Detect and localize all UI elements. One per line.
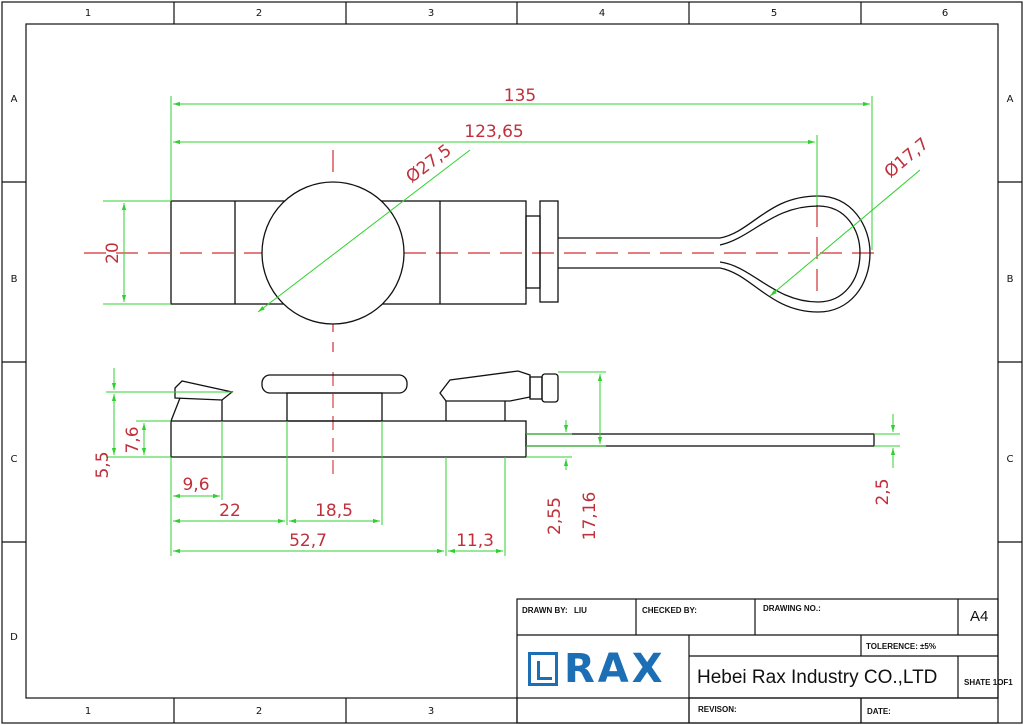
row-label-b-right: B bbox=[1007, 274, 1014, 285]
drawing-no-label: DRAWING NO.: bbox=[763, 604, 821, 613]
logo-mark-icon bbox=[528, 652, 558, 686]
date-label: DATE: bbox=[867, 707, 891, 716]
zone-labels: 1 2 3 4 5 6 1 2 3 A B C D A B C bbox=[10, 8, 1013, 717]
dimension-text-top: 135 123,65 20 Ø27,5 Ø17,7 bbox=[103, 86, 933, 264]
dim-body-height: 20 bbox=[103, 242, 123, 264]
dimension-text-side: 5,5 7,6 9,6 22 18,5 52,7 11,3 2,55 17,16… bbox=[93, 426, 893, 551]
dim-height-2-55: 2,55 bbox=[545, 497, 565, 535]
col-label-5: 5 bbox=[771, 8, 777, 19]
clamp-body-side bbox=[170, 370, 875, 458]
col-label-6: 6 bbox=[942, 8, 948, 19]
dim-height-5-5: 5,5 bbox=[93, 451, 113, 478]
dim-loop-diameter: Ø17,7 bbox=[881, 134, 933, 182]
side-view: 5,5 7,6 9,6 22 18,5 52,7 11,3 2,55 17,16… bbox=[93, 368, 900, 556]
dim-width-11-3: 11,3 bbox=[456, 531, 494, 551]
dim-offset-9-6: 9,6 bbox=[182, 475, 209, 495]
col-label-2-bottom: 2 bbox=[256, 706, 262, 717]
dim-length-to-loop: 123,65 bbox=[464, 122, 523, 142]
col-label-2: 2 bbox=[256, 8, 262, 19]
col-label-3: 3 bbox=[428, 8, 434, 19]
tolerance-value: ±5% bbox=[920, 642, 936, 651]
col-label-4: 4 bbox=[599, 8, 605, 19]
row-label-a: A bbox=[11, 94, 18, 105]
checked-by-label: CHECKED BY: bbox=[642, 606, 697, 615]
col-label-1: 1 bbox=[85, 8, 91, 19]
row-label-b: B bbox=[11, 274, 18, 285]
col-label-1-bottom: 1 bbox=[85, 706, 91, 717]
revision-label: REVISON: bbox=[698, 705, 737, 714]
top-view: 135 123,65 20 Ø27,5 Ø17,7 bbox=[84, 86, 933, 352]
row-label-c-right: C bbox=[1007, 454, 1014, 465]
company-name: Hebei Rax Industry CO.,LTD bbox=[697, 667, 938, 688]
row-label-d: D bbox=[10, 632, 18, 643]
dim-height-7-6: 7,6 bbox=[123, 426, 143, 453]
dim-width-18-5: 18,5 bbox=[315, 501, 353, 521]
logo-text: RAX bbox=[564, 646, 666, 692]
dim-wire-2-5: 2,5 bbox=[873, 478, 893, 505]
row-label-a-right: A bbox=[1007, 94, 1014, 105]
dim-height-17-16: 17,16 bbox=[580, 492, 600, 541]
col-label-3-bottom: 3 bbox=[428, 706, 434, 717]
dim-overall-length: 135 bbox=[504, 86, 536, 106]
centerlines-top bbox=[84, 150, 880, 352]
sheet-size: A4 bbox=[970, 608, 989, 625]
dim-length-52-7: 52,7 bbox=[289, 531, 327, 551]
drawn-by-value: LIU bbox=[574, 606, 587, 615]
dim-body-diameter: Ø27,5 bbox=[403, 141, 456, 188]
tolerance-label: TOLERENCE: bbox=[866, 642, 918, 651]
row-label-c: C bbox=[11, 454, 18, 465]
clamp-body-top bbox=[170, 181, 871, 325]
dimension-lines-top bbox=[103, 96, 921, 313]
dim-offset-22: 22 bbox=[219, 501, 241, 521]
drawn-by-label: DRAWN BY: bbox=[522, 606, 568, 615]
sheet-number: SHATE 1OF1 bbox=[964, 678, 1013, 687]
dimension-lines-side bbox=[106, 368, 900, 556]
company-logo: RAX bbox=[528, 646, 684, 692]
title-block-grid bbox=[516, 598, 999, 724]
